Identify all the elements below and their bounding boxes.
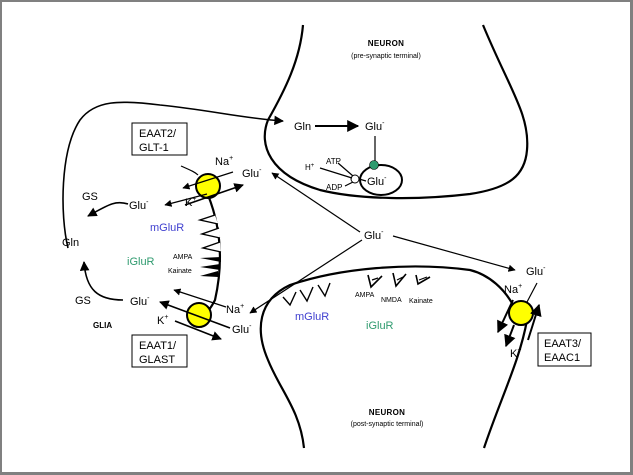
glia-label: GLIA — [93, 321, 112, 330]
eaat3-label-box — [537, 332, 592, 367]
presynaptic-glu-label: Glu- — [365, 120, 385, 133]
gs-bottom-arrow — [79, 261, 124, 301]
cleft-glu-to-top-glia-arrow — [271, 172, 361, 233]
eaat1-na-label: Na+ — [226, 303, 244, 316]
vesicle-transporter-icon — [369, 160, 379, 170]
eaat2-name-line2: GLT-1 — [139, 142, 169, 154]
presynaptic-title: NEURON — [368, 39, 404, 48]
post-iglur-label: iGluR — [366, 320, 394, 332]
post-mglur-label: mGluR — [295, 311, 329, 323]
post-iglur-receptors — [367, 272, 431, 289]
adp-label: ADP — [326, 183, 342, 192]
eaat2-na-label: Na+ — [215, 155, 233, 168]
postsynaptic-subtitle: (post-synaptic terminal) — [351, 421, 424, 428]
post-mglur-receptors — [282, 282, 331, 307]
post-nmda-label: NMDA — [381, 297, 402, 304]
postsynaptic-title: NEURON — [369, 408, 405, 417]
eaat1-glu-label: Glu- — [232, 323, 252, 336]
eaat3-na-label: Na+ — [504, 283, 522, 296]
presynaptic-subtitle: (pre-synaptic terminal) — [351, 53, 421, 60]
eaat2-glu-arrow — [164, 193, 208, 207]
eaat2-label-box — [131, 122, 188, 156]
eaat3-na-arrow — [497, 299, 514, 334]
adp-line — [344, 181, 354, 187]
glia-mglur-label: mGluR — [150, 222, 184, 234]
glia-iglur-receptors — [200, 257, 221, 277]
eaat3-glu-label: Glu- — [526, 265, 546, 278]
gs-top-arrow — [87, 201, 129, 217]
eaat1-glu-arrow — [159, 300, 231, 329]
cleft-glu-label: Glu- — [364, 229, 384, 242]
atp-label: ATP — [326, 157, 341, 166]
eaat3-name-line2: EAAC1 — [544, 352, 580, 364]
post-kainate-label: Kainate — [409, 298, 433, 305]
atp-line — [337, 162, 354, 177]
eaat2-name-line1: EAAT2/ — [139, 128, 177, 140]
presynaptic-membrane — [263, 24, 529, 200]
eaat1-name-line2: GLAST — [139, 354, 175, 366]
eaat1-label-box — [131, 334, 188, 368]
eaat1-name-line1: EAAT1/ — [139, 340, 177, 352]
eaat1-na-arrow — [173, 288, 227, 308]
vesicle-glu-label: Glu- — [367, 175, 387, 188]
presynaptic-gln-label: Gln — [294, 121, 311, 133]
glia-gs-top-label: GS — [82, 191, 98, 203]
cleft-glu-to-bottom-glia-arrow — [249, 239, 363, 314]
eaat1-k-arrow — [174, 320, 222, 341]
eaat3-out-arrow — [527, 303, 542, 341]
glia-ampa-label: AMPA — [173, 254, 193, 261]
eaat2-glu-label: Glu- — [242, 167, 262, 180]
eaat1-transporter — [186, 302, 212, 328]
eaat2-membrane-stub — [180, 165, 199, 176]
glia-gln-label: Gln — [62, 237, 79, 249]
eaat2-na-arrow — [182, 171, 234, 190]
h-ion-label: H+ — [305, 163, 315, 172]
postsynaptic-membrane — [259, 265, 529, 449]
glia-gs-bottom-label: GS — [75, 295, 91, 307]
glia-mglur-receptors — [197, 214, 222, 253]
eaat3-k-arrow — [504, 324, 516, 348]
eaat3-k-label: K+ — [510, 347, 521, 360]
eaat3-name-line1: EAAT3/ — [544, 338, 582, 350]
post-ampa-label: AMPA — [355, 292, 375, 299]
glia-glu-bottom-label: Glu- — [130, 295, 150, 308]
eaat3-transporter — [508, 300, 534, 326]
eaat2-transporter — [195, 173, 221, 199]
pump-glu-line — [358, 178, 367, 182]
eaat1-k-label: K+ — [157, 314, 168, 327]
gln-transfer-arrow — [62, 101, 284, 249]
h-ion-line — [319, 167, 353, 179]
eaat2-k-label: K+ — [185, 196, 196, 209]
cleft-glu-to-eaat3-arrow — [392, 235, 516, 272]
glia-iglur-label: iGluR — [127, 256, 155, 268]
eaat3-glu-line — [526, 282, 538, 303]
synaptic-vesicle — [359, 164, 403, 196]
glia-kainate-label: Kainate — [168, 268, 192, 275]
glia-glu-top-label: Glu- — [129, 199, 149, 212]
eaat2-k-arrow — [184, 183, 244, 206]
